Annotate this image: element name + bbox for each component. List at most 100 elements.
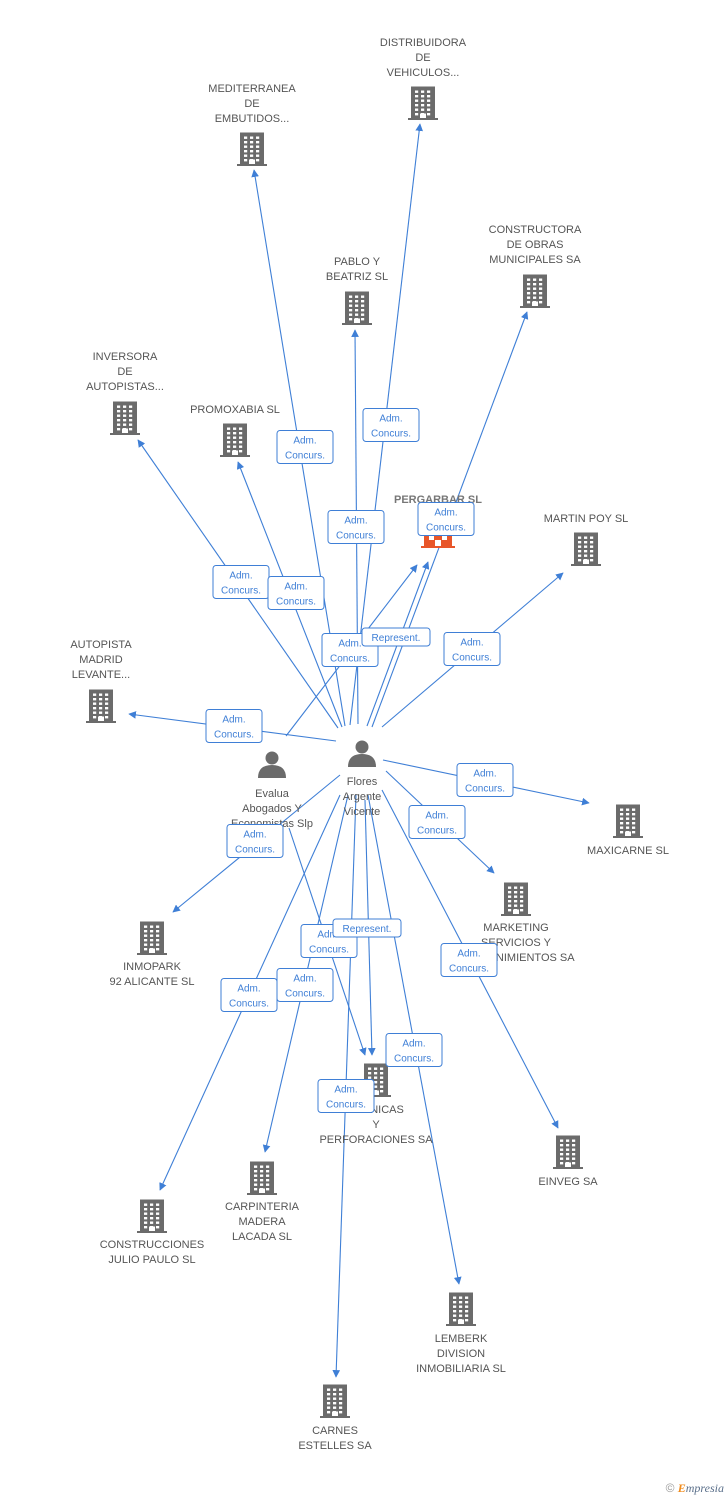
edge-badge-label: Adm. xyxy=(229,571,252,582)
brand-initial: E xyxy=(677,1481,686,1495)
edge-badge[interactable]: Adm. Concurs. xyxy=(385,1033,443,1067)
edge-badge-label: Adm. xyxy=(379,414,402,425)
edge-badge[interactable]: Adm.Concurs. xyxy=(456,763,514,797)
edge-badge-box xyxy=(317,1079,375,1113)
building-icon xyxy=(320,1384,350,1418)
node-label: INMOPARK xyxy=(123,961,182,973)
edge-badge-box xyxy=(440,943,498,977)
edge-badge-label: Adm. xyxy=(344,516,367,527)
node-label: MARTIN POY SL xyxy=(544,513,629,525)
node-label: Abogados Y xyxy=(242,803,302,815)
edge-badge-box xyxy=(385,1033,443,1067)
edge-badge[interactable]: Adm.Concurs. xyxy=(212,565,270,599)
node-label: Y xyxy=(372,1119,380,1131)
edge-badge-box xyxy=(408,805,466,839)
edge-badge[interactable]: Adm. Concurs. xyxy=(362,408,420,442)
node-label: MUNICIPALES SA xyxy=(489,254,581,266)
node-label: MARKETING xyxy=(483,922,548,934)
node-label: LEVANTE... xyxy=(72,669,130,681)
node-label: DIVISION xyxy=(437,1348,485,1360)
edge-badge[interactable]: Adm.Concurs. xyxy=(417,502,475,536)
building-icon xyxy=(247,1161,277,1195)
edge-badge-label: Adm. xyxy=(460,638,483,649)
edge-badge-label: Adm. xyxy=(293,436,316,447)
node-label: BEATRIZ SL xyxy=(326,271,388,283)
building-icon xyxy=(110,401,140,435)
edge-badge[interactable]: Adm. Concurs. xyxy=(276,430,334,464)
node-label: PROMOXABIA SL xyxy=(190,404,280,416)
node-autopista[interactable]: AUTOPISTA MADRID LEVANTE... xyxy=(70,639,132,723)
edge-badge-label: Concurs. xyxy=(214,730,254,741)
edge-badge-label: Concurs. xyxy=(285,451,325,462)
edge-badge[interactable]: Adm. Concurs. xyxy=(267,576,325,610)
edge-badge[interactable]: Represent. xyxy=(361,627,431,647)
node-label: INMOBILIARIA SL xyxy=(416,1363,506,1375)
node-inversora[interactable]: INVERSORADEAUTOPISTAS... xyxy=(86,351,164,435)
node-label: DISTRIBUIDORA xyxy=(380,37,467,49)
edge-badge[interactable]: Adm.Concurs. xyxy=(317,1079,375,1113)
edge-badge-label: Represent. xyxy=(343,924,392,935)
edge-badge[interactable]: Adm. Concurs. xyxy=(205,709,263,743)
edge-badge-label: Concurs. xyxy=(449,964,489,975)
edge-badge[interactable]: Represent. xyxy=(332,918,402,938)
node-label: MEDITERRANEA xyxy=(208,83,296,95)
edge-badge[interactable]: Adm.Concurs. xyxy=(226,824,284,858)
edge-badge-label: Adm. xyxy=(434,508,457,519)
brand-logo[interactable]: Empresia xyxy=(678,1481,724,1495)
person-icon xyxy=(348,740,376,767)
node-label: EMBUTIDOS... xyxy=(215,113,290,125)
node-pablo[interactable]: PABLO Y BEATRIZ SL xyxy=(326,256,388,325)
edge-badge-label: Represent. xyxy=(372,633,421,644)
edge-badge[interactable]: Adm.Concurs. xyxy=(443,632,501,666)
building-icon xyxy=(137,1199,167,1233)
edge-badge[interactable]: Adm.Concurs. xyxy=(220,978,278,1012)
edge-badge-label: Concurs. xyxy=(326,1100,366,1111)
edge-badge[interactable]: Adm.Concurs. xyxy=(408,805,466,839)
edge-badge-label: Adm. xyxy=(402,1039,425,1050)
edge-badge-label: Concurs. xyxy=(371,429,411,440)
edge-badge-box xyxy=(417,502,475,536)
node-martinpoy[interactable]: MARTIN POY SL xyxy=(544,513,629,566)
building-icon xyxy=(137,921,167,955)
edge-badge-label: Adm. xyxy=(237,984,260,995)
edge-badge-label: Adm. xyxy=(425,811,448,822)
edge-badge-box xyxy=(276,430,334,464)
building-icon xyxy=(237,132,267,166)
node-mediterranea[interactable]: MEDITERRANEADEEMBUTIDOS... xyxy=(208,83,296,166)
edge-badge-label: Adm. xyxy=(338,639,361,650)
building-icon xyxy=(571,532,601,566)
edge-badge-label: Concurs. xyxy=(330,654,370,665)
node-label: Vicente xyxy=(344,806,381,818)
person-icon xyxy=(258,751,286,778)
edge-badge-box xyxy=(267,576,325,610)
node-label: EINVEG SA xyxy=(538,1176,598,1188)
edge-badge-label: Concurs. xyxy=(276,597,316,608)
node-promoxabia[interactable]: PROMOXABIA SL xyxy=(190,404,280,457)
node-maxicarne[interactable]: MAXICARNE SL xyxy=(587,804,669,858)
edge-badge-label: Adm. xyxy=(222,715,245,726)
edge-badge[interactable]: Adm.Concurs. xyxy=(276,968,334,1002)
edge-badge-label: Adm. xyxy=(284,582,307,593)
node-label: MADRID xyxy=(79,654,122,666)
edge-badge[interactable]: Adm.Concurs. xyxy=(327,510,385,544)
node-label: CARPINTERIA xyxy=(225,1201,300,1213)
node-einveg[interactable]: EINVEG SA xyxy=(538,1135,598,1189)
node-distribuidora[interactable]: DISTRIBUIDORADEVEHICULOS... xyxy=(380,37,467,120)
node-label: PABLO Y xyxy=(334,256,381,268)
building-icon xyxy=(86,689,116,723)
node-label: AUTOPISTA xyxy=(70,639,132,651)
node-label: DE xyxy=(117,366,132,378)
building-icon xyxy=(501,882,531,916)
edge-badge-label: Concurs. xyxy=(394,1054,434,1065)
edge-badge[interactable]: Adm.Concurs. xyxy=(440,943,498,977)
